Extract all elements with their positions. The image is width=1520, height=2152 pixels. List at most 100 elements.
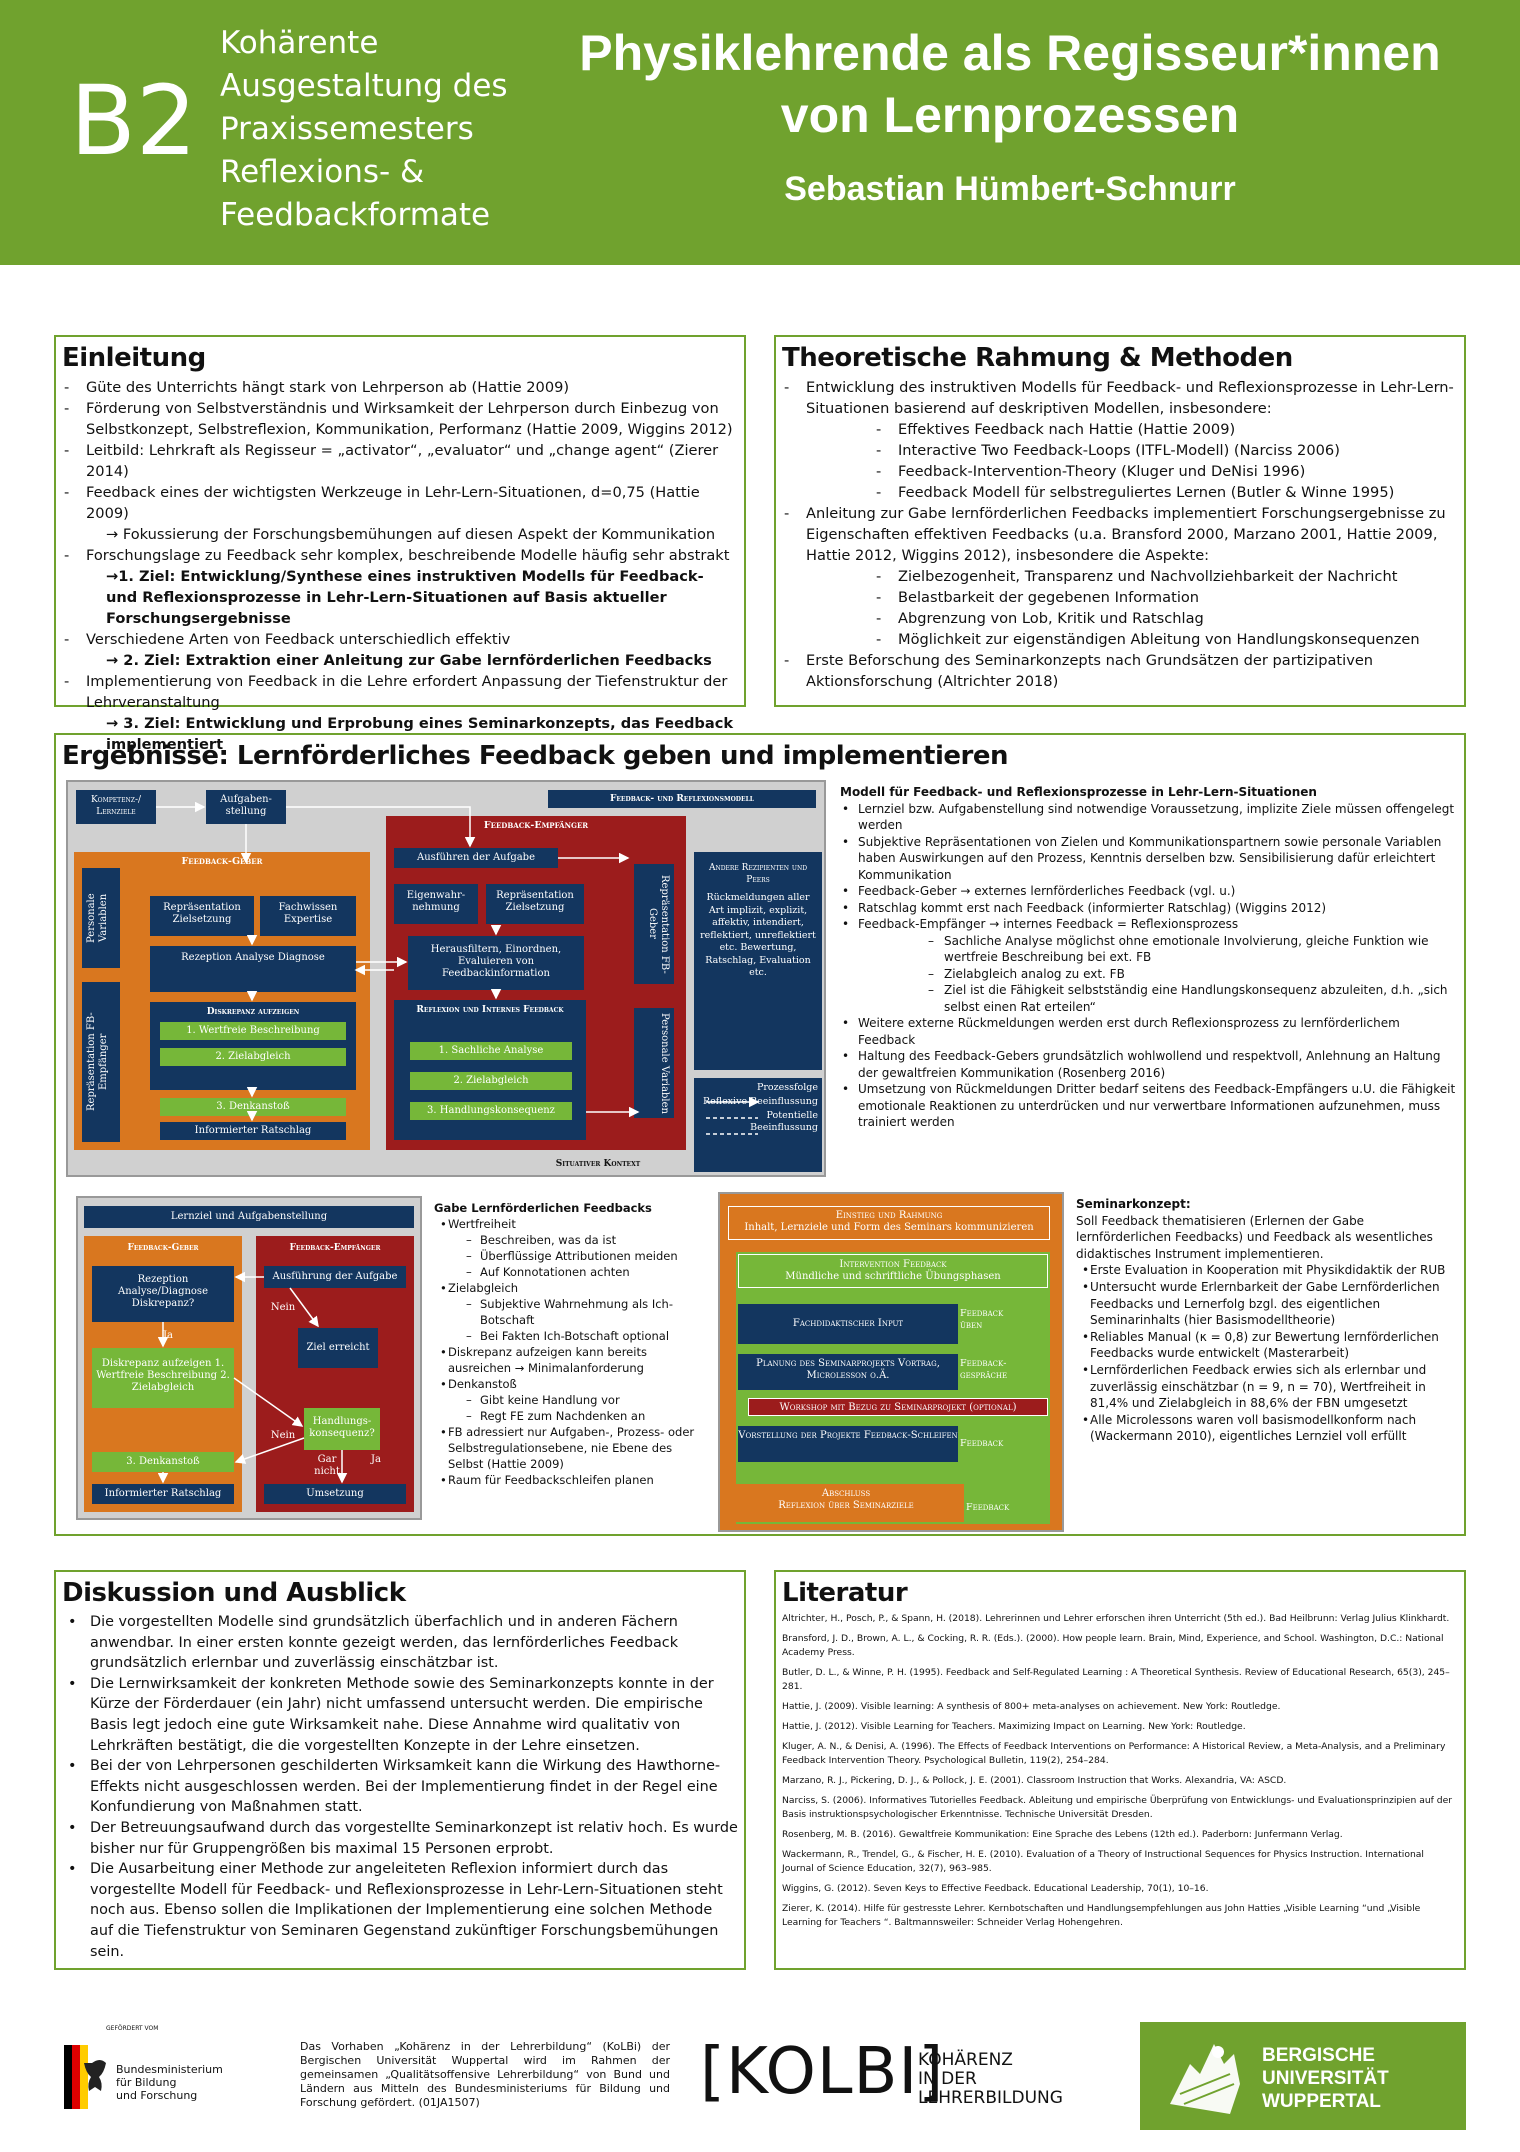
- list-item: Die Lernwirksamkeit der konkreten Method…: [62, 1674, 738, 1756]
- goal-3: → 3. Ziel: Entwicklung und Erprobung ein…: [106, 715, 734, 753]
- reference: Butler, D. L., & Winne, P. H. (1995). Fe…: [782, 1667, 1450, 1692]
- list-item: Raum für Feedbackschleifen planen: [434, 1472, 704, 1488]
- list-item: Anleitung zur Gabe lernförderlichen Feed…: [782, 503, 1458, 650]
- diagram-ausfuehren: Ausführen der Aufgabe: [394, 848, 558, 868]
- project-topic: Kohärente Ausgestaltung des Praxissemest…: [220, 25, 508, 233]
- reference: Bransford, J. D., Brown, A. L., & Cockin…: [782, 1633, 1444, 1658]
- seminar-fb-3: Feedback: [960, 1438, 1004, 1449]
- diagram-repr-fg: Repräsentation FB-Geber: [634, 864, 674, 984]
- diagram-personale-2: Personale Variablen: [634, 1008, 674, 1118]
- reference: Altrichter, H., Posch, P., & Spann, H. (…: [782, 1613, 1450, 1624]
- list-item: Alle Microlessons waren voll basismodell…: [1076, 1412, 1456, 1445]
- reference: Marzano, R. J., Pickering, D. J., & Poll…: [782, 1775, 1287, 1786]
- list-item: Forschungslage zu Feedback sehr komplex,…: [62, 545, 738, 629]
- list-item: Lernförderlichen Feedback erwies sich al…: [1076, 1362, 1456, 1412]
- gabe-ausfuehrung: Ausführung der Aufgabe: [264, 1266, 406, 1288]
- list-item: Erste Evaluation in Kooperation mit Phys…: [1076, 1262, 1456, 1279]
- gabe-lernziel: Lernziel und Aufgabenstellung: [84, 1206, 414, 1228]
- seminar-abschluss: Abschluss Reflexion über Seminarziele: [728, 1484, 964, 1522]
- gabe-ja: Ja: [163, 1330, 173, 1341]
- reference: Narciss, S. (2006). Informatives Tutorie…: [782, 1795, 1453, 1820]
- seminar-fb-4: Feedback: [966, 1502, 1010, 1513]
- bmbf-name: Bundesministerium für Bildung und Forsch…: [116, 2063, 223, 2102]
- legend-prozess: Prozessfolge: [756, 1082, 818, 1093]
- list-item: Denkanstoß Gibt keine Handlung vorRegt F…: [434, 1376, 704, 1424]
- gabe-nein-2: Nein: [270, 1430, 296, 1441]
- list-item: Feedback-Geber → externes lernförderlich…: [840, 883, 1460, 900]
- diagram-handlung: 3. Handlungskonsequenz: [410, 1102, 572, 1120]
- diagram-modell-title: Feedback- und Reflexionsmodell: [548, 790, 816, 808]
- goal-2: → 2. Ziel: Extraktion einer Anleitung zu…: [106, 652, 712, 669]
- gabe-denkanstoss: 3. Denkanstoß: [92, 1452, 234, 1472]
- list-item: Die vorgestellten Modelle sind grundsätz…: [62, 1612, 738, 1674]
- sub-item: Regt FE zum Nachdenken an: [466, 1408, 704, 1424]
- seminar-vorstellung: Vorstellung der Projekte Feedback-Schlei…: [738, 1426, 958, 1462]
- diagram-legend: Prozessfolge Reflexive Beeinflussung Pot…: [694, 1078, 822, 1172]
- sub-item: Ziel ist die Fähigkeit selbstständig ein…: [928, 982, 1460, 1015]
- feedback-model-diagram: Kompetenz-/ Lernziele Aufgaben-stellung …: [66, 780, 826, 1177]
- list-item: Der Betreuungsaufwand durch das vorgeste…: [62, 1818, 738, 1859]
- list-item: Güte des Unterrichts hängt stark von Leh…: [62, 377, 738, 398]
- section-heading: Diskussion und Ausblick: [62, 1578, 406, 1608]
- sub-item: Sachliche Analyse möglichst ohne emotion…: [928, 933, 1460, 966]
- diagram-wertfrei: 1. Wertfreie Beschreibung: [160, 1022, 346, 1040]
- seminar-einstieg: Einstieg und Rahmung Inhalt, Lernziele u…: [728, 1206, 1050, 1240]
- sub-item: Belastbarkeit der gegebenen Information: [876, 587, 1458, 608]
- sub-item: Auf Konnotationen achten: [466, 1264, 704, 1280]
- diagram-arrows: [156, 801, 760, 1135]
- section-heading: Einleitung: [62, 343, 206, 373]
- diagram-aufgabe: Aufgaben-stellung: [206, 790, 286, 824]
- gabe-umsetzung: Umsetzung: [264, 1484, 406, 1504]
- section-heading: Theoretische Rahmung & Methoden: [782, 343, 1293, 373]
- diagram-sachlich: 1. Sachliche Analyse: [410, 1042, 572, 1060]
- section-diskussion: Diskussion und Ausblick Die vorgestellte…: [54, 1570, 746, 1970]
- lion-icon: [1170, 2044, 1240, 2114]
- diagram-kompetenz: Kompetenz-/ Lernziele: [76, 790, 156, 824]
- reference: Hattie, J. (2012). Visible Learning for …: [782, 1721, 1246, 1732]
- diagram-andere: Andere Rezipienten und Peers Rückmeldung…: [694, 852, 822, 1070]
- sub-item: Beschreiben, was da ist: [466, 1232, 704, 1248]
- project-code: B2: [70, 65, 197, 177]
- seminar-planung: Planung des Seminarprojekts Vortrag, Mic…: [738, 1354, 958, 1390]
- sub-item: Abgrenzung von Lob, Kritik und Ratschlag: [876, 608, 1458, 629]
- seminar-workshop: Workshop mit Bezug zu Seminarprojekt (op…: [748, 1398, 1048, 1416]
- seminar-fachdid: Fachdidaktischer Input: [738, 1304, 958, 1344]
- list-item: Untersucht wurde Erlernbarkeit der Gabe …: [1076, 1279, 1456, 1329]
- seminar-fb-ueben: Feedback üben: [960, 1308, 1004, 1331]
- gabe-handlung: Handlungs-konsequenz?: [304, 1408, 380, 1450]
- goal-1: →1. Ziel: Entwicklung/Synthese eines ins…: [106, 568, 704, 627]
- diagram-zielabgleich: 2. Zielabgleich: [160, 1048, 346, 1066]
- model-description: Modell für Feedback- und Reflexionsproze…: [840, 784, 1460, 1131]
- seminar-title: Seminarkonzept:: [1076, 1197, 1191, 1211]
- seminar-diagram: Einstieg und Rahmung Inhalt, Lernziele u…: [718, 1192, 1064, 1532]
- kolbi-logo: [KOLBI] KOHÄRENZ IN DER LEHRERBILDUNG: [700, 2035, 1063, 2109]
- diagram-herausfiltern: Herausfiltern, Einordnen, Evaluieren von…: [408, 936, 584, 990]
- gabe-title: Gabe Lernförderlichen Feedbacks: [434, 1201, 652, 1215]
- list-item: Bei der von Lehrpersonen geschilderten W…: [62, 1756, 738, 1818]
- list-item: Umsetzung von Rückmeldungen Dritter beda…: [840, 1081, 1460, 1131]
- poster-title: Physiklehrende als Regisseur*innen von L…: [579, 25, 1441, 143]
- gabe-ziel-erreicht: Ziel erreicht: [298, 1328, 378, 1368]
- diagram-kontext: Situativer Kontext: [555, 1159, 641, 1169]
- reference: Kluger, A. N., & Denisi, A. (1996). The …: [782, 1741, 1446, 1766]
- section-ergebnisse: Ergebnisse: Lernförderliches Feedback ge…: [54, 733, 1466, 1536]
- sub-item: Interactive Two Feedback-Loops (ITFL-Mod…: [876, 440, 1458, 461]
- reference: Wiggins, G. (2012). Seven Keys to Effect…: [782, 1883, 1209, 1894]
- diagram-andere-text: Rückmeldungen aller Art implizit, expliz…: [700, 892, 816, 978]
- section-heading: Ergebnisse: Lernförderliches Feedback ge…: [62, 741, 1008, 771]
- section-einleitung: Einleitung Güte des Unterrichts hängt st…: [54, 335, 746, 753]
- seminar-intro: Soll Feedback thematisieren (Erlernen de…: [1076, 1213, 1433, 1261]
- poster-header: B2 Kohärente Ausgestaltung des Praxissem…: [0, 0, 1520, 265]
- list-item: Ratschlag kommt erst nach Feedback (info…: [840, 900, 1460, 917]
- list-item: Feedback-Empfänger → internes Feedback =…: [840, 916, 1460, 1015]
- sub-item: Effektives Feedback nach Hattie (Hattie …: [876, 419, 1458, 440]
- sub-item: Bei Fakten Ich-Botschaft optional: [466, 1328, 704, 1344]
- sub-item: Möglichkeit zur eigenständigen Ableitung…: [876, 629, 1458, 650]
- diagram-ratschlag: Informierter Ratschlag: [160, 1122, 346, 1140]
- list-item: Entwicklung des instruktiven Modells für…: [782, 377, 1458, 503]
- reference: Zierer, K. (2014). Hilfe für gestresste …: [782, 1903, 1421, 1928]
- list-item: Leitbild: Lehrkraft als Regisseur = „act…: [62, 440, 738, 482]
- gabe-nein: Nein: [270, 1302, 296, 1313]
- diagram-eigen: Eigenwahr-nehmung: [394, 884, 478, 924]
- list-item: Reliables Manual (κ = 0,8) zur Bewertung…: [1076, 1329, 1456, 1362]
